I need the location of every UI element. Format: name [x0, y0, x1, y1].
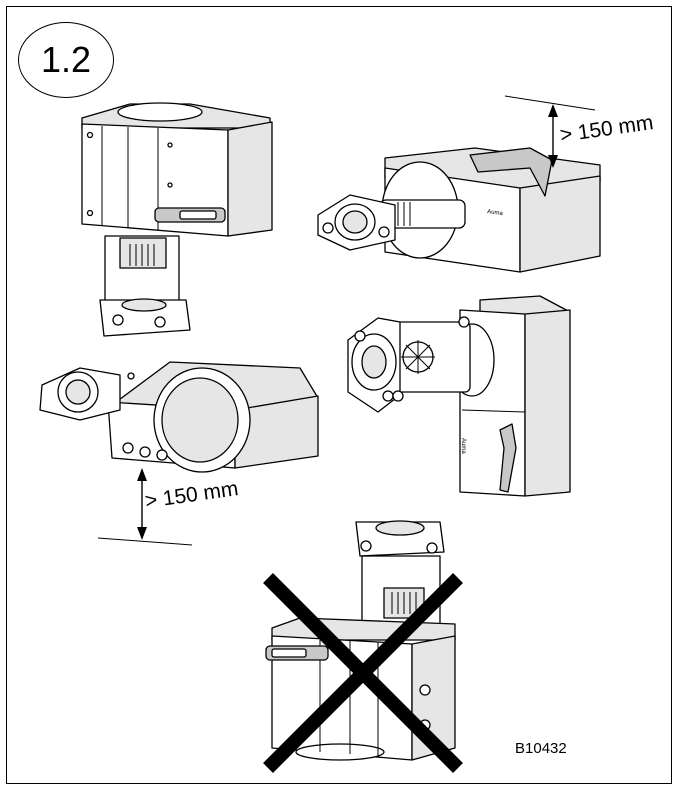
svg-text:Auma: Auma: [487, 209, 504, 217]
actuator-horizontal-top: Auma: [317, 147, 601, 273]
actuator-inverted: [265, 520, 456, 761]
clearance-bottom-label: > 150 mm: [143, 477, 239, 513]
clearance-top-label: > 150 mm: [558, 111, 654, 147]
cross-mark-icon: [263, 573, 463, 773]
reference-code: B10432: [515, 740, 567, 757]
step-label: 1.2: [40, 39, 92, 80]
svg-text:Auma: Auma: [460, 438, 466, 454]
actuator-horizontal-bottom: [39, 361, 319, 473]
clearance-top-dimension: [504, 95, 596, 168]
actuator-vertical-side: Auma: [347, 295, 571, 497]
figure-frame: [6, 6, 672, 784]
clearance-bottom-dimension: [97, 468, 193, 546]
step-badge: 1.2: [18, 22, 114, 98]
actuator-upright: [81, 102, 273, 337]
